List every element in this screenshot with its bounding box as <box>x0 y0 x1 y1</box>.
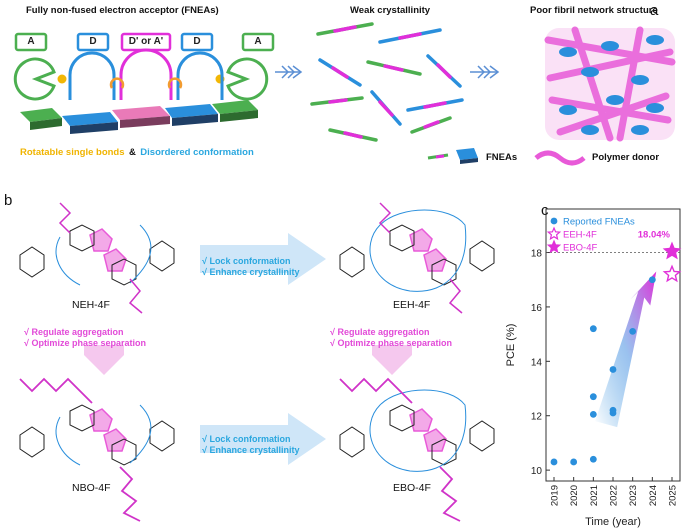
point-0-5 <box>589 325 597 333</box>
unit-core: D' or A' <box>128 36 164 47</box>
point-0-3 <box>589 410 597 418</box>
acceptor-left-shape <box>13 57 56 101</box>
panel-a-header-left: Fully non-fused electron acceptor (FNEAs… <box>26 5 219 16</box>
legend-marker-0 <box>550 217 558 225</box>
acceptor-right-shape <box>226 57 269 101</box>
molecule-eeh-4f <box>339 202 495 314</box>
panel-letter-c: c <box>541 202 549 219</box>
unit-d-left: D <box>89 36 97 47</box>
pce-chart: 10 12 14 16 18 2019 2020 2021 2022 2023 2024 2025Ti… <box>505 208 682 528</box>
label-neh-4f: NEH-4F <box>72 299 110 311</box>
legend-donor-label: Polymer donor <box>592 152 660 163</box>
molecule-ebo-4f <box>339 377 495 522</box>
unit-d-right: D <box>193 36 201 47</box>
panel-letter-b: b <box>4 192 13 209</box>
point-0-10 <box>648 276 656 284</box>
unit-a-left: A <box>27 36 35 47</box>
step-bottom-blue: √ Lock conformation √ Enhance crystallin… <box>202 434 299 456</box>
x-axis-label: Time (year) <box>585 516 641 528</box>
point-2-0 <box>662 241 682 260</box>
legend-marker-2 <box>546 239 562 254</box>
legend-label-1: EEH-4F <box>563 230 597 241</box>
panel-letter-a: a <box>650 2 659 19</box>
y-tick-label-12: 12 <box>531 412 543 423</box>
step-top-blue-1: √ Lock conformation <box>202 256 291 266</box>
arrow-left-pink <box>84 345 124 375</box>
molecule-nbo-4f <box>19 377 175 522</box>
slab-blocks <box>20 100 258 134</box>
step-right-pink-2: √ Optimize phase separation <box>330 338 452 348</box>
label-eeh-4f: EEH-4F <box>393 299 431 311</box>
weak-crystallinity-rods <box>310 22 464 142</box>
step-left-pink: √ Regulate aggregation √ Optimize phase … <box>24 327 146 349</box>
label-ebo-4f: EBO-4F <box>393 482 431 494</box>
label-nbo-4f: NBO-4F <box>72 482 111 494</box>
dot-left <box>57 74 67 84</box>
point-1-0 <box>662 264 682 283</box>
panel-b-illustration <box>19 202 495 522</box>
step-bottom-blue-2: √ Enhance crystallinity <box>202 445 300 455</box>
fibril-network <box>544 26 676 142</box>
legend-donor-icon <box>534 150 586 166</box>
x-tick-label-2020: 2020 <box>569 485 580 506</box>
point-0-7 <box>609 406 617 414</box>
arrow-bottom-blue <box>200 413 326 465</box>
panel-a-header-right: Poor fibril network structure <box>530 5 658 16</box>
step-right-pink-1: √ Regulate aggregation <box>330 327 430 337</box>
point-0-8 <box>609 366 617 373</box>
step-right-pink: √ Regulate aggregation √ Optimize phase … <box>330 327 452 349</box>
point-0-2 <box>589 455 597 463</box>
arrow-top-blue <box>200 233 326 285</box>
legend-label-0: Reported FNEAs <box>563 217 635 228</box>
x-tick-label-2025: 2025 <box>668 485 679 506</box>
legend-fneas-label: FNEAs <box>486 152 518 163</box>
step-left-pink-2: √ Optimize phase separation <box>24 338 146 348</box>
flow-arrow-2 <box>470 65 500 79</box>
arrow-right-pink <box>372 345 412 375</box>
note-disordered: Disordered conformation <box>140 147 254 158</box>
x-tick-label-2024: 2024 <box>648 485 659 506</box>
step-bottom-blue-1: √ Lock conformation <box>202 434 291 444</box>
panel-a-header-mid: Weak crystallinity <box>350 5 431 16</box>
step-top-blue: √ Lock conformation √ Enhance crystallin… <box>202 256 299 278</box>
point-0-0 <box>550 458 558 466</box>
y-axis-label: PCE (%) <box>505 324 517 367</box>
x-tick-label-2019: 2019 <box>550 485 561 506</box>
panel-a-note: Rotatable single bonds & Disordered conf… <box>20 142 254 160</box>
y-tick-label-18: 18 <box>531 249 543 260</box>
y-tick-label-14: 14 <box>531 357 543 368</box>
point-0-9 <box>629 328 637 335</box>
flow-arrow-1 <box>275 65 303 79</box>
trend-arrow <box>595 271 657 428</box>
point-0-1 <box>570 458 578 466</box>
y-tick-label-16: 16 <box>531 303 543 314</box>
x-tick-label-2022: 2022 <box>609 485 620 506</box>
step-left-pink-1: √ Regulate aggregation <box>24 327 124 337</box>
panel-a-illustration <box>13 22 676 166</box>
molecule-neh-4f <box>19 202 175 314</box>
x-tick-label-2023: 2023 <box>628 485 639 506</box>
note-ampersand: & <box>128 147 136 158</box>
x-tick-label-2021: 2021 <box>589 485 600 506</box>
note-rotatable: Rotatable single bonds <box>20 147 125 158</box>
legend-marker-1 <box>546 226 562 241</box>
step-top-blue-2: √ Enhance crystallinity <box>202 267 300 277</box>
legend-label-2: EBO-4F <box>563 243 598 254</box>
legend-fneas-icon <box>427 148 478 164</box>
point-0-4 <box>589 393 597 401</box>
unit-a-right: A <box>254 36 262 47</box>
y-tick-label-10: 10 <box>531 466 543 477</box>
annotation-label: 18.04% <box>638 229 671 240</box>
